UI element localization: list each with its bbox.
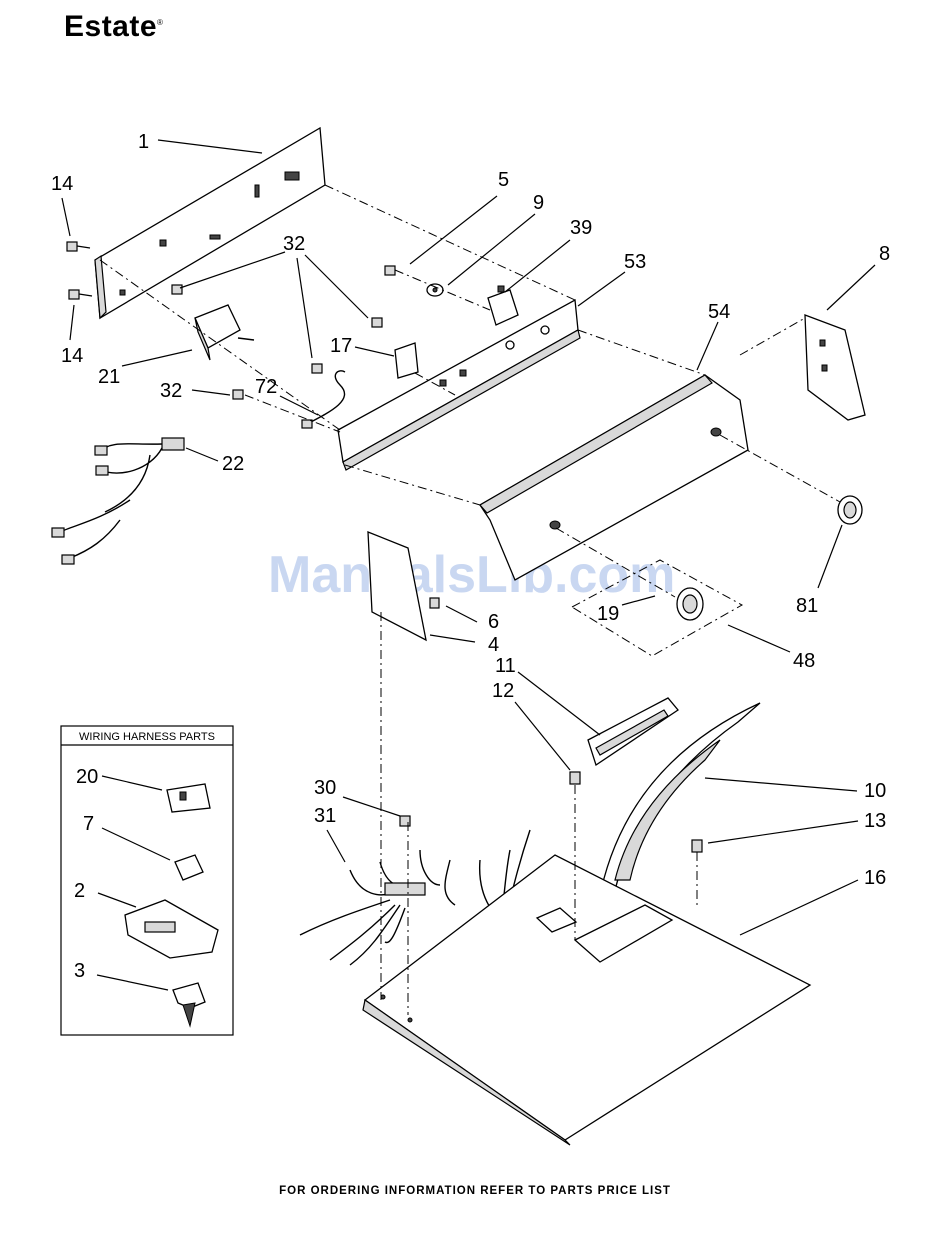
callout-54: 54	[708, 301, 730, 323]
part-6-screw	[430, 598, 439, 608]
callout-12: 12	[492, 680, 514, 702]
callout-21: 21	[98, 366, 120, 388]
part-17-bracket	[395, 343, 418, 378]
part-11-lint-cover	[588, 698, 678, 765]
callout-13: 13	[864, 810, 886, 832]
part-32-screw-c	[312, 364, 322, 373]
callout-39: 39	[570, 217, 592, 239]
part-8-end-cap	[805, 315, 865, 420]
ordering-footer: FOR ORDERING INFORMATION REFER TO PARTS …	[0, 1185, 950, 1197]
harness-callout-2: 2	[74, 880, 85, 902]
callout-16: 16	[864, 867, 886, 889]
callout-72: 72	[255, 376, 277, 398]
callout-10: 10	[864, 780, 886, 802]
callout-14-upper: 14	[51, 173, 73, 195]
callout-14-lower: 14	[61, 345, 83, 367]
callout-8: 8	[879, 243, 890, 265]
callout-17: 17	[330, 335, 352, 357]
callout-48: 48	[793, 650, 815, 672]
callout-31: 31	[314, 805, 336, 827]
callout-1: 1	[138, 131, 149, 153]
harness-callout-3: 3	[74, 960, 85, 982]
callout-32-left: 32	[160, 380, 182, 402]
part-21-timer	[195, 305, 254, 360]
harness-callout-7: 7	[83, 813, 94, 835]
callout-6: 6	[488, 611, 499, 633]
callout-32-top: 32	[283, 233, 305, 255]
part-14-screw-lower	[69, 290, 92, 299]
part-32-screw-d	[233, 390, 243, 399]
callout-4: 4	[488, 634, 499, 656]
harness-callout-20: 20	[76, 766, 98, 788]
part-72-wire	[302, 371, 345, 428]
callout-53: 53	[624, 251, 646, 273]
harness-box-title: WIRING HARNESS PARTS	[79, 731, 215, 743]
callout-30: 30	[314, 777, 336, 799]
part-13-screw	[692, 840, 702, 852]
part-1-console-back-panel	[95, 128, 325, 318]
part-12-clip	[570, 772, 580, 784]
part-14-screw-upper	[67, 242, 90, 251]
part-81-knob	[838, 496, 862, 524]
callout-5: 5	[498, 169, 509, 191]
part-16-top-panel	[363, 855, 810, 1145]
callout-11: 11	[495, 655, 516, 677]
part-9-clip	[427, 284, 443, 296]
callout-22: 22	[222, 453, 244, 475]
part-32-screw-b	[372, 318, 382, 327]
part-22-wire-harness	[52, 438, 184, 564]
wiring-harness-parts-box: WIRING HARNESS PARTS 20 7 2 3	[61, 726, 233, 1035]
watermark-text: ManualsLib.com	[268, 546, 675, 604]
part-5-screw	[385, 266, 395, 275]
callout-81: 81	[796, 595, 818, 617]
callout-9: 9	[533, 192, 544, 214]
part-39-switch	[488, 286, 518, 325]
part-32-screw-a	[172, 285, 182, 294]
callout-19: 19	[597, 603, 619, 625]
